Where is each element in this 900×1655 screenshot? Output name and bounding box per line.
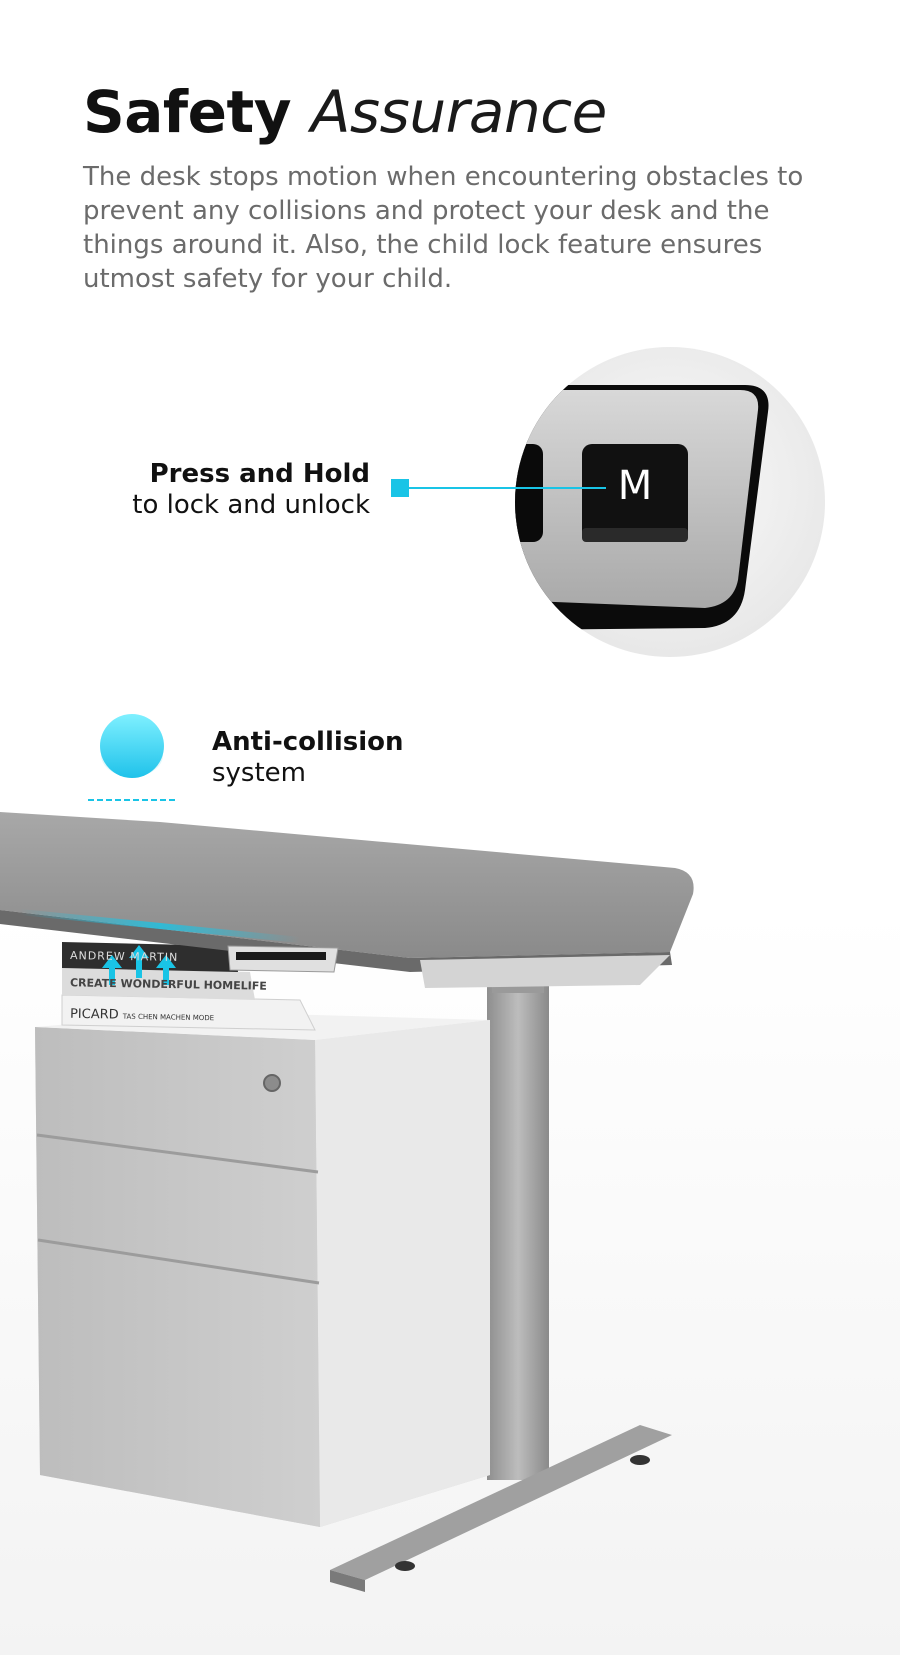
page-title: Safety Assurance <box>83 72 607 152</box>
book-spine-bottom-title: PICARD <box>69 1006 119 1023</box>
title-light: Assurance <box>310 78 608 146</box>
lock-callout-subtext: to lock and unlock <box>132 490 370 520</box>
m-key[interactable]: M <box>582 444 688 528</box>
collision-callout: Anti-collision system <box>212 727 404 789</box>
collision-arrows <box>102 945 176 985</box>
drawer-cabinet <box>35 1012 490 1527</box>
collision-callout-subtext: system <box>212 758 306 788</box>
desk-top <box>0 812 694 988</box>
collision-callout-heading: Anti-collision <box>212 727 404 757</box>
lock-callout: Press and Hold to lock and unlock <box>132 459 370 521</box>
description: The desk stops motion when encountering … <box>83 162 804 294</box>
lock-connector <box>391 479 606 497</box>
book-spine-bottom-sub: TAS CHEN MACHEN MODE <box>122 1012 215 1023</box>
m-key-label: M <box>617 463 653 509</box>
book-spine-top: ANDREW MARTIN <box>69 949 179 964</box>
book-spine-bottom: PICARD TAS CHEN MACHEN MODE <box>70 1007 214 1025</box>
anti-collision-icon <box>88 714 176 801</box>
keypad-zoom <box>515 347 825 657</box>
desk-leg <box>330 975 672 1592</box>
title-bold: Safety <box>83 78 292 146</box>
lock-callout-heading: Press and Hold <box>149 459 370 489</box>
